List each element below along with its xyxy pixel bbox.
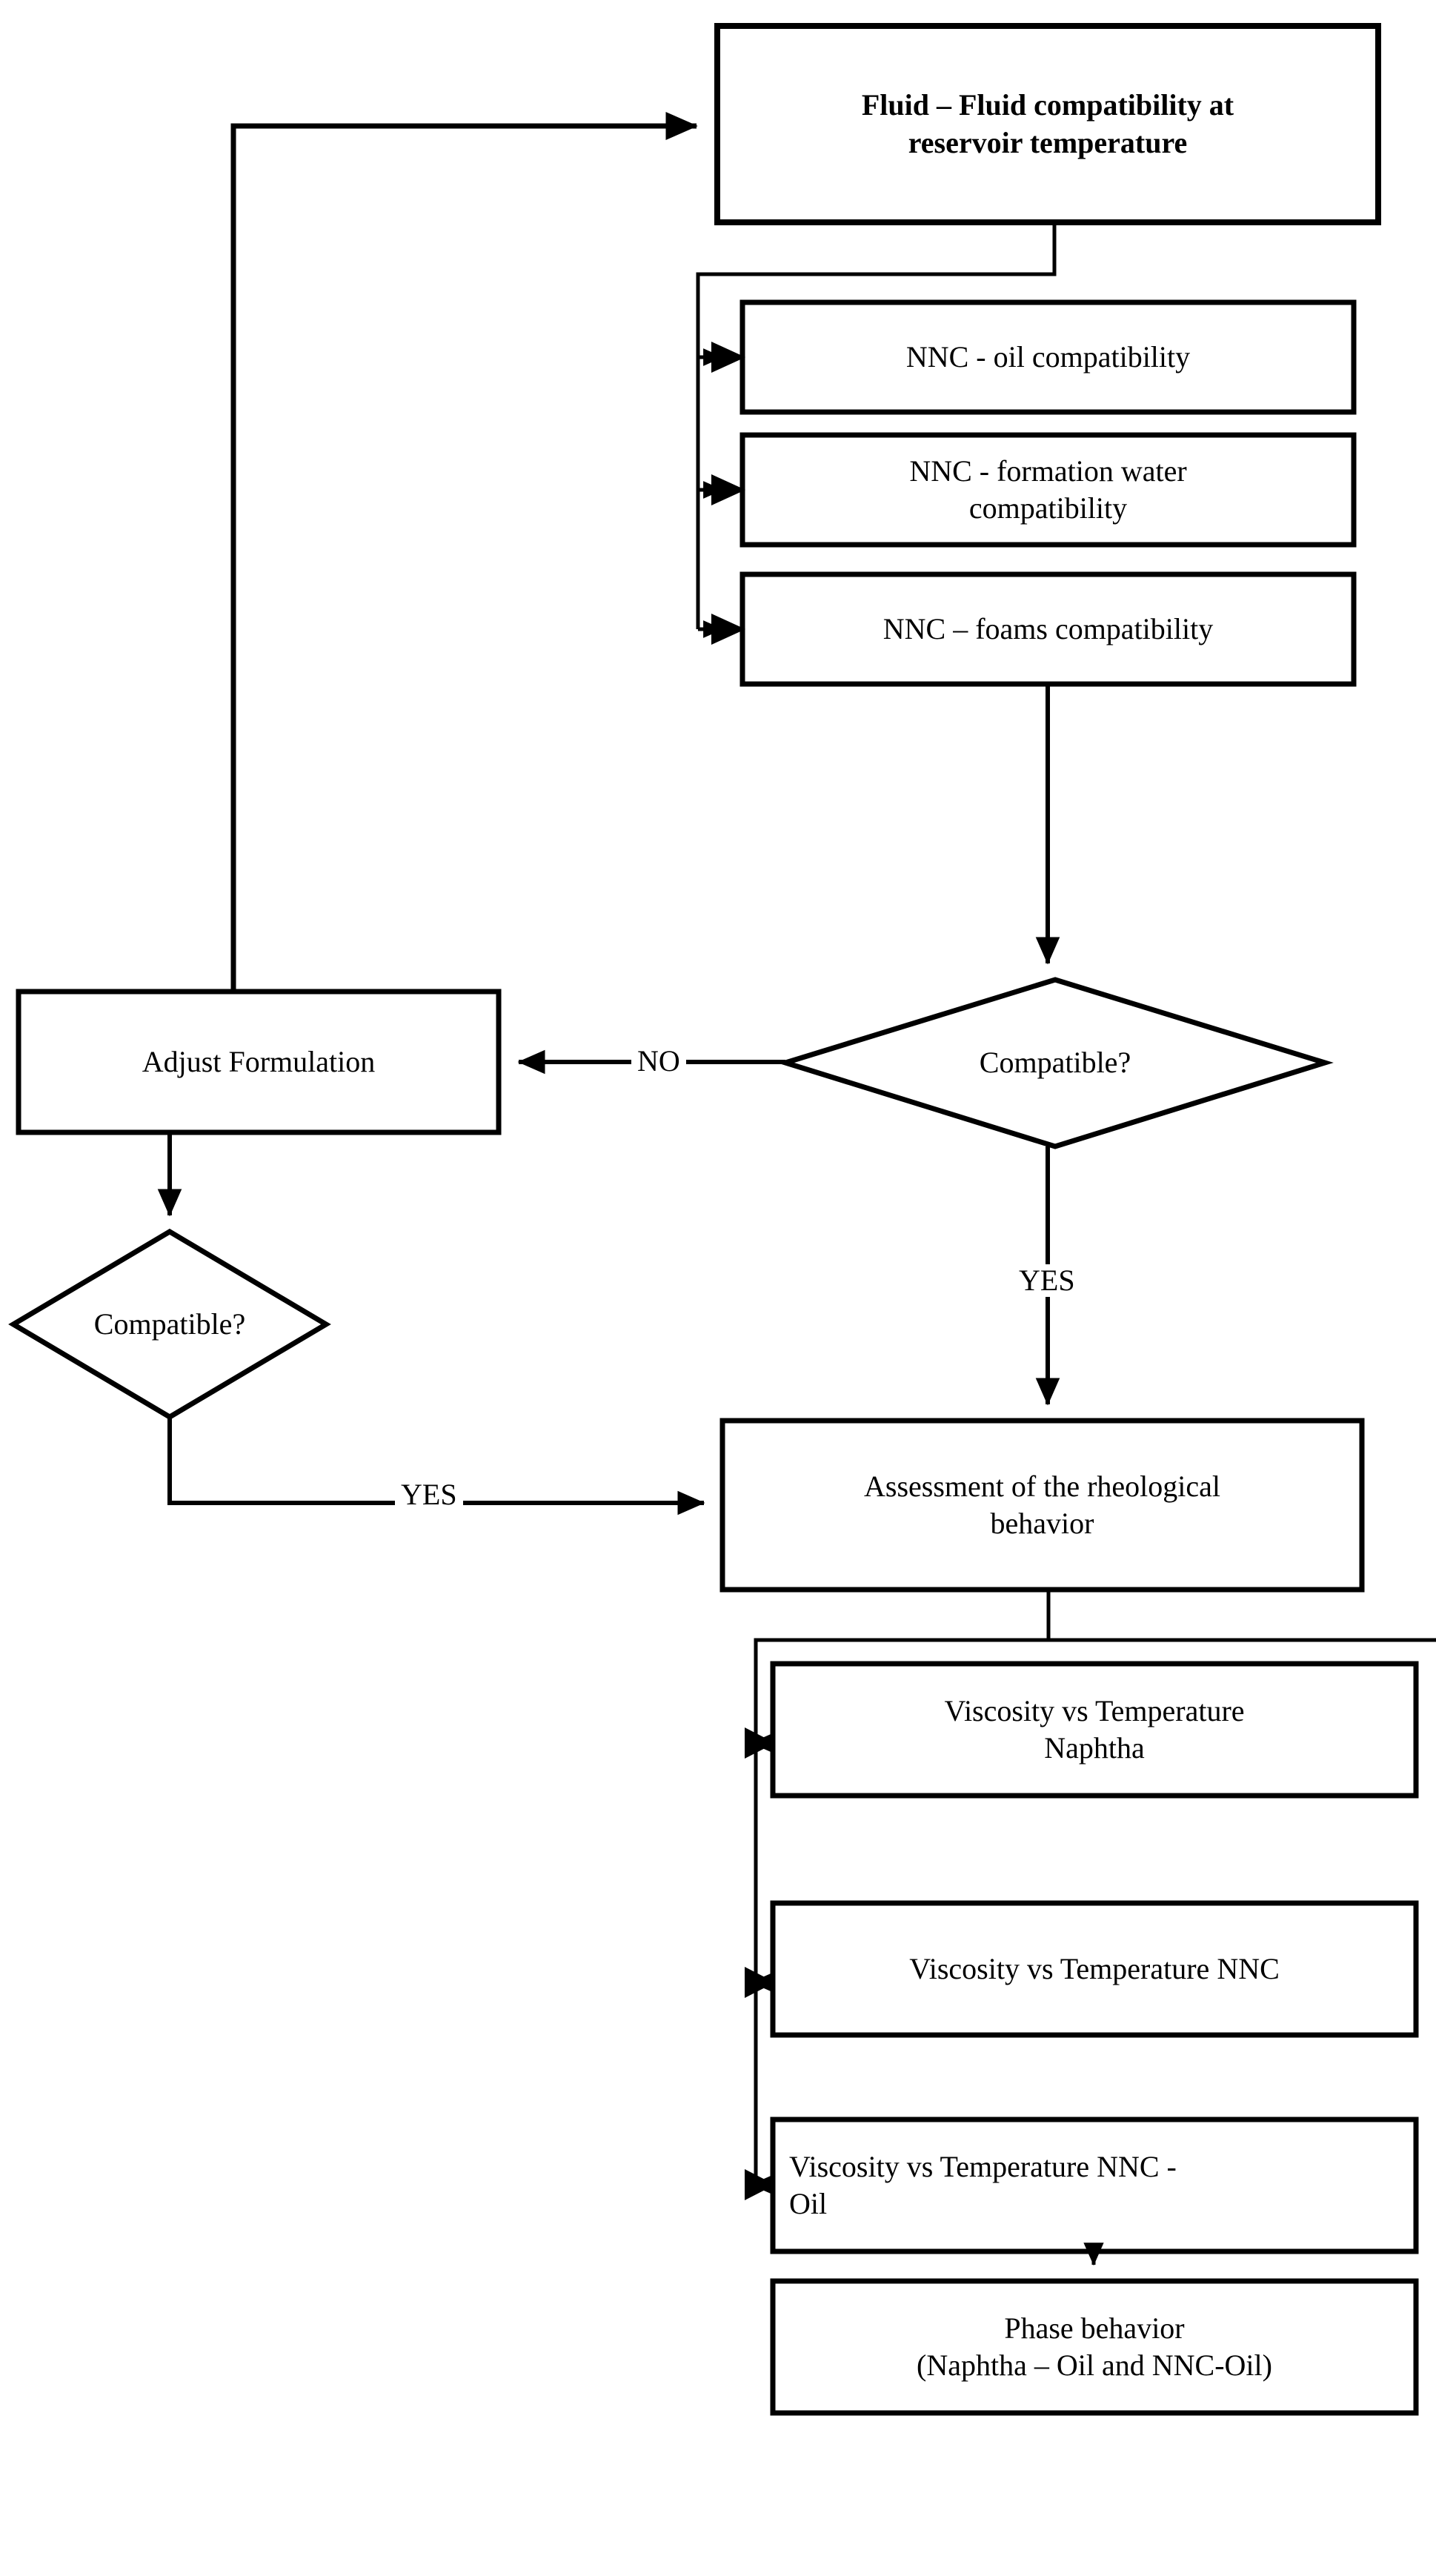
edge-assessment-spine	[754, 1590, 1436, 2185]
edge-label-yes-decision-1: YES	[1013, 1264, 1081, 1297]
node-phase-behavior[interactable]	[770, 2278, 1419, 2416]
node-viscosity-vs-temperature-nnc-oil[interactable]	[770, 2117, 1419, 2254]
arrowhead-viscosity-nnc-oil	[745, 2169, 775, 2200]
arrowhead-nnc-oil-box	[711, 342, 745, 373]
node-nnc-foams-compatibility[interactable]	[739, 571, 1357, 687]
node-viscosity-vs-temperature-naphtha[interactable]	[770, 1661, 1419, 1799]
edge-label-yes-decision-2: YES	[395, 1478, 463, 1511]
node-adjust-formulation[interactable]	[16, 989, 502, 1135]
arrowhead-nnc-foams-box	[711, 614, 745, 645]
arrowhead-viscosity-nnc	[745, 1967, 775, 1998]
node-compatible-decision-1[interactable]	[777, 977, 1334, 1149]
edge-decision-2-yes-to-assessment	[167, 1417, 705, 1516]
node-assessment-rheological-behavior[interactable]	[719, 1418, 1365, 1593]
node-nnc-formation-water-compatibility[interactable]	[739, 432, 1357, 548]
edge-adjust-formulation-to-fluid-fluid	[230, 111, 698, 992]
arrowhead-naphtha	[745, 1727, 775, 1759]
edge-label-no: NO	[631, 1045, 686, 1078]
edge-fluid-fluid-spine	[696, 222, 1057, 629]
node-fluid-fluid-compatibility[interactable]	[714, 23, 1381, 225]
node-viscosity-vs-temperature-nnc[interactable]	[770, 1900, 1419, 2038]
node-nnc-oil-compatibility[interactable]	[739, 299, 1357, 415]
arrowhead-nnc-formation-water-box	[711, 474, 745, 505]
node-compatible-decision-2[interactable]	[8, 1228, 331, 1421]
